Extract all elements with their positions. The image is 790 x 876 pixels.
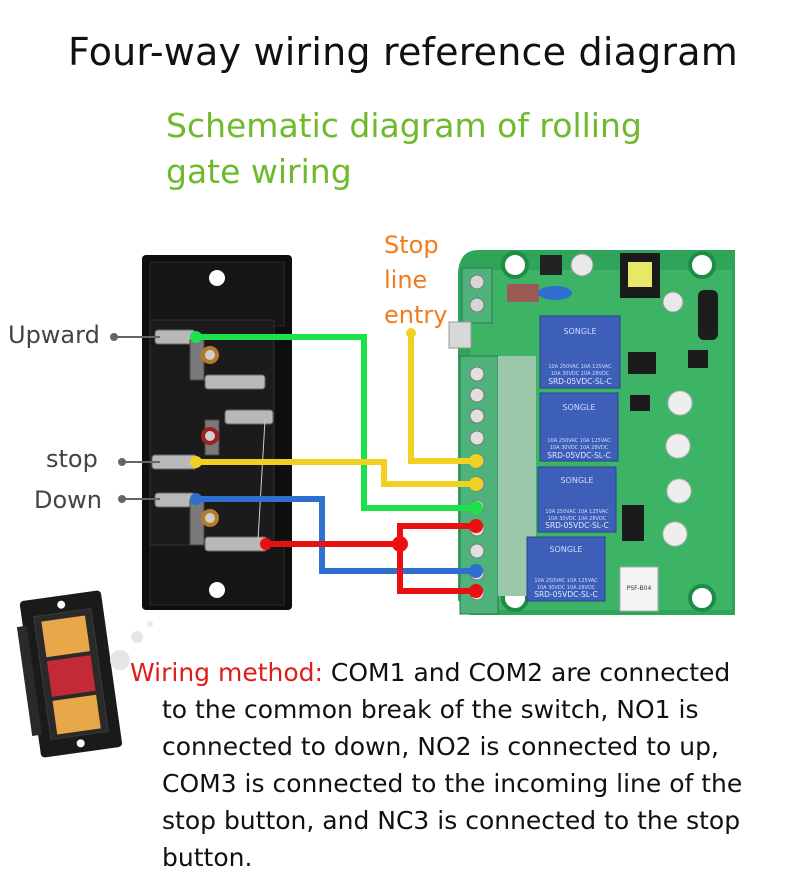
stop-line-entry-label: Stop line entry	[384, 231, 448, 329]
svg-text:10A 250VAC 10A 125VAC: 10A 250VAC 10A 125VAC	[545, 509, 609, 515]
wiring-method-heading: Wiring method:	[130, 658, 323, 687]
label-down: Down	[34, 486, 103, 514]
svg-text:SRD-05VDC-SL-C: SRD-05VDC-SL-C	[548, 377, 612, 386]
stop-line-entry-wire	[408, 333, 476, 464]
svg-text:10A 250VAC 10A 125VAC: 10A 250VAC 10A 125VAC	[548, 364, 612, 370]
svg-text:10A 250VAC 10A 125VAC: 10A 250VAC 10A 125VAC	[534, 578, 598, 584]
relay-2: SONGLE 10A 250VAC 10A 125VAC 10A 30VDC 1…	[539, 392, 619, 462]
label-leaders	[110, 333, 160, 503]
switch-housing	[142, 255, 292, 610]
page-title: Four-way wiring reference diagram	[68, 30, 738, 74]
svg-text:SONGLE: SONGLE	[560, 476, 593, 485]
svg-text:10A 30VDC 10A 28VDC: 10A 30VDC 10A 28VDC	[537, 585, 596, 591]
thought-dots	[110, 621, 153, 670]
push-button-station	[16, 590, 123, 758]
svg-text:10A 30VDC 10A 28VDC: 10A 30VDC 10A 28VDC	[548, 516, 607, 522]
down-button	[52, 694, 101, 735]
up-button	[41, 615, 90, 658]
junction-dot	[392, 536, 408, 552]
stop-button	[46, 655, 96, 697]
relay-3: SONGLE 10A 250VAC 10A 125VAC 10A 30VDC 1…	[537, 466, 617, 533]
svg-text:SONGLE: SONGLE	[563, 327, 596, 336]
stop-wire	[196, 459, 476, 487]
mount-hole-bottom	[209, 582, 225, 598]
board-buttons	[662, 390, 693, 547]
svg-text:SONGLE: SONGLE	[562, 403, 595, 412]
label-stop: stop	[46, 445, 98, 473]
relay-board: SONGLE 10A 250VAC 10A 125VAC 10A 30VDC 1…	[448, 250, 735, 615]
label-upward: Upward	[8, 321, 100, 349]
relay-1: SONGLE 10A 250VAC 10A 125VAC 10A 30VDC 1…	[539, 315, 621, 389]
svg-text:10A 30VDC 10A 28VDC: 10A 30VDC 10A 28VDC	[551, 371, 610, 377]
svg-text:10A 30VDC 10A 28VDC: 10A 30VDC 10A 28VDC	[550, 445, 609, 451]
svg-text:SONGLE: SONGLE	[549, 545, 582, 554]
svg-text:10A 250VAC 10A 125VAC: 10A 250VAC 10A 125VAC	[547, 438, 611, 444]
svg-text:SRD-05VDC-SL-C: SRD-05VDC-SL-C	[545, 521, 609, 530]
upward-wire	[196, 334, 476, 511]
svg-text:SRD-05VDC-SL-C: SRD-05VDC-SL-C	[534, 590, 598, 599]
diagram-subtitle: Schematic diagram of rolling gate wiring	[166, 106, 642, 191]
relay-4: SONGLE 10A 250VAC 10A 125VAC 10A 30VDC 1…	[526, 536, 606, 602]
wire-endpoints	[190, 328, 483, 598]
svg-text:SRD-05VDC-SL-C: SRD-05VDC-SL-C	[547, 451, 611, 460]
wiring-method-description: Wiring method: COM1 and COM2 are connect…	[130, 658, 743, 872]
mount-hole-top	[209, 270, 225, 286]
svg-text:PSF-B04: PSF-B04	[627, 585, 652, 592]
common-wire-com2	[397, 544, 476, 594]
